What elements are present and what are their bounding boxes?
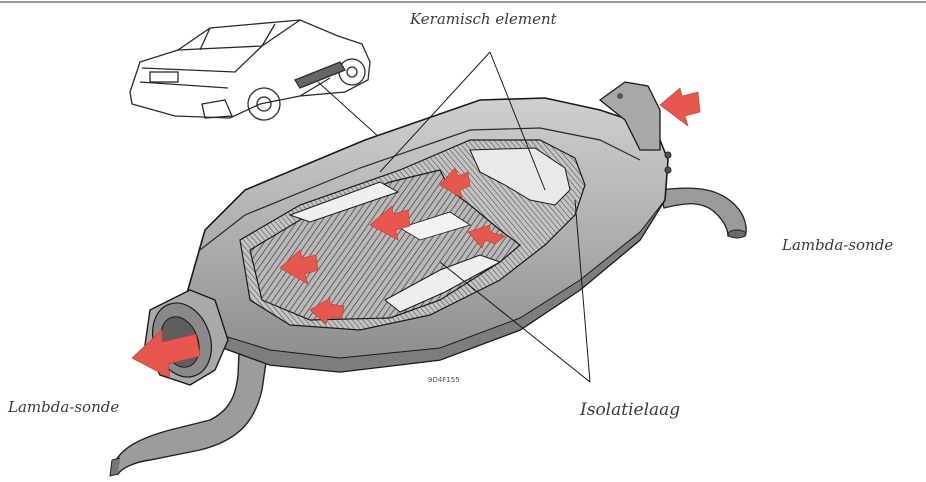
flow-arrow-icon bbox=[369, 205, 411, 241]
flow-arrow-icon bbox=[467, 224, 506, 249]
flow-arrows bbox=[131, 87, 701, 379]
part-number-label: 9D4F155 bbox=[428, 376, 460, 384]
flow-arrow-icon bbox=[309, 297, 345, 325]
flow-arrow-icon bbox=[659, 87, 701, 127]
insulation-layer-label: Isolatielaag bbox=[580, 400, 681, 420]
car-icon bbox=[129, 19, 371, 121]
ceramic-element-label: Keramisch element bbox=[410, 10, 557, 28]
flow-arrow-icon bbox=[279, 249, 319, 285]
leader-lines bbox=[379, 51, 591, 383]
flow-arrow-icon bbox=[439, 167, 471, 199]
car-leader-line bbox=[317, 81, 381, 139]
lambda-sensor-right-label: Lambda-sonde bbox=[782, 236, 894, 254]
catalytic-converter-icon bbox=[144, 81, 672, 386]
outlet-pipe bbox=[659, 187, 747, 239]
flow-arrow-icon bbox=[131, 329, 201, 379]
lambda-sensor-left-label: Lambda-sonde bbox=[8, 398, 120, 416]
